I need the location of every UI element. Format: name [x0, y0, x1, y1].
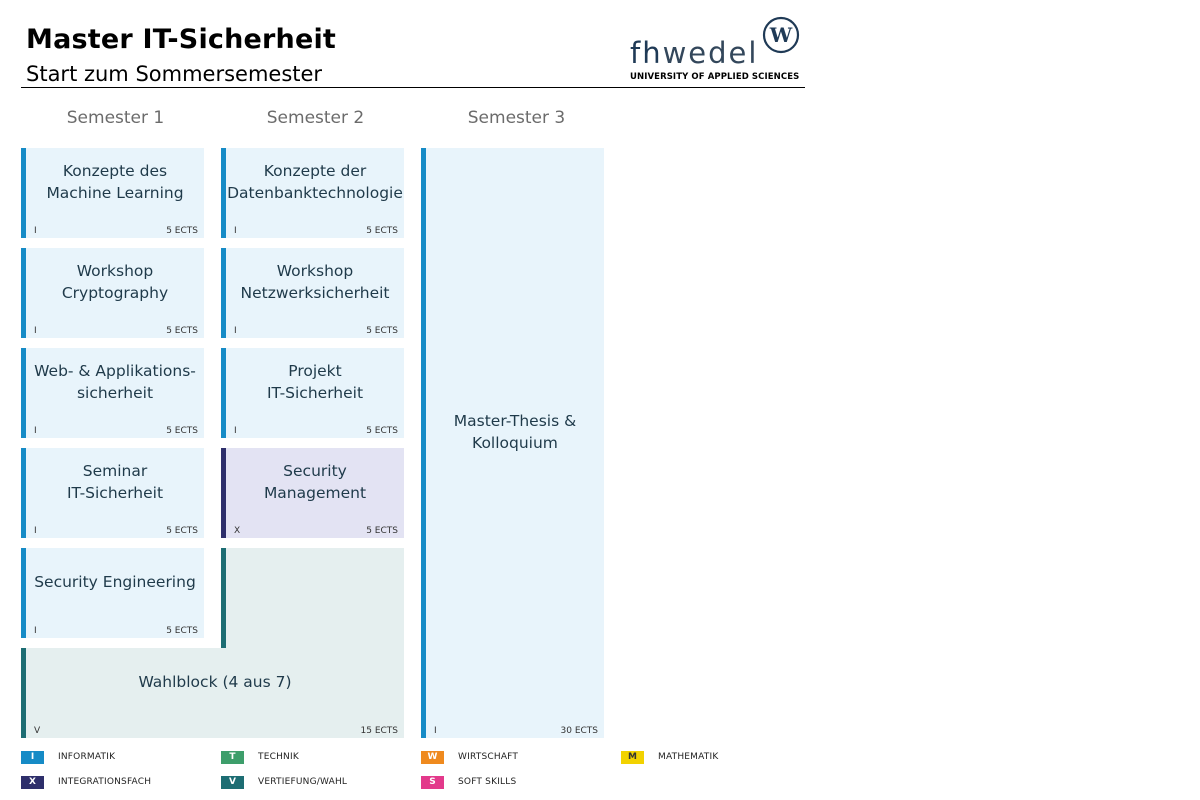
legend-label: TECHNIK [258, 752, 299, 762]
semester-1-heading: Semester 1 [66, 108, 165, 128]
course-name: Security Management [263, 462, 367, 502]
course-name: Security Engineering [34, 573, 196, 591]
course-ects: 5 ECTS [366, 426, 398, 436]
course-tile: Projekt IT-Sicherheit I 5 ECTS [221, 348, 404, 438]
wahlblock-name: Wahlblock (4 aus 7) [138, 673, 292, 691]
page-subtitle: Start zum Sommersemester [26, 62, 323, 86]
course-category-code: I [34, 326, 37, 336]
legend-label: MATHEMATIK [658, 752, 719, 762]
course-category-code: I [234, 326, 237, 336]
course-ects: 5 ECTS [166, 626, 198, 636]
legend-label: INTEGRATIONSFACH [58, 777, 152, 787]
course-name: Workshop Netzwerksicherheit [240, 262, 390, 302]
wahlblock-category-code: V [34, 726, 41, 736]
wahlblock-ects: 15 ECTS [360, 726, 399, 736]
header-divider [21, 87, 805, 88]
fh-wedel-logo: fhwedel UNIVERSITY OF APPLIED SCIENCES W [626, 14, 806, 86]
course-ects: 5 ECTS [166, 326, 198, 336]
course-category-code: I [34, 426, 37, 436]
course-category-code: I [234, 226, 237, 236]
course-name: Projekt IT-Sicherheit [266, 362, 364, 402]
course-tile: Web- & Applikations- sicherheit I 5 ECTS [21, 348, 204, 438]
legend-swatch: T [221, 750, 244, 764]
course-tile: Workshop Cryptography I 5 ECTS [21, 248, 204, 338]
legend-item-informatik: I INFORMATIK [21, 750, 115, 764]
legend-swatch: W [421, 750, 444, 764]
legend-label: VERTIEFUNG/WAHL [258, 777, 348, 787]
course-name: Konzepte der Datenbanktechnologie [227, 162, 403, 202]
course-ects: 5 ECTS [366, 326, 398, 336]
course-tile: Konzepte des Machine Learning I 5 ECTS [21, 148, 204, 238]
svg-text:W: W [769, 23, 793, 47]
wahlblock-upper-extension [221, 548, 404, 650]
logo-emblem-icon: W [762, 16, 800, 54]
thesis-category-code: I [434, 726, 437, 736]
course-ects: 5 ECTS [166, 226, 198, 236]
course-ects: 5 ECTS [166, 426, 198, 436]
course-name: Web- & Applikations- sicherheit [34, 362, 196, 402]
course-tile: Seminar IT-Sicherheit I 5 ECTS [21, 448, 204, 538]
course-name: Konzepte des Machine Learning [46, 162, 184, 202]
logo-tagline: UNIVERSITY OF APPLIED SCIENCES [630, 72, 800, 82]
course-ects: 5 ECTS [366, 526, 398, 536]
thesis-tile: Master-Thesis & Kolloquium I 30 ECTS [421, 148, 604, 738]
semester-3-heading: Semester 3 [467, 108, 566, 128]
legend-swatch: I [21, 750, 44, 764]
course-name: Workshop Cryptography [61, 262, 169, 302]
legend-swatch: M [621, 750, 644, 764]
wahlblock-tile: Wahlblock (4 aus 7) V 15 ECTS [21, 648, 404, 738]
course-name: Seminar IT-Sicherheit [66, 462, 164, 502]
course-tile: Workshop Netzwerksicherheit I 5 ECTS [221, 248, 404, 338]
legend-swatch: X [21, 775, 44, 789]
legend-item-mathematik: M MATHEMATIK [621, 750, 718, 764]
thesis-name: Master-Thesis & Kolloquium [453, 412, 577, 452]
legend-label: WIRTSCHAFT [458, 752, 519, 762]
course-tile: Konzepte der Datenbanktechnologie I 5 EC… [221, 148, 404, 238]
thesis-ects: 30 ECTS [560, 726, 599, 736]
course-ects: 5 ECTS [366, 226, 398, 236]
course-category-code: I [34, 626, 37, 636]
page-title: Master IT-Sicherheit [26, 24, 337, 55]
logo-wordmark: fhwedel [630, 36, 759, 70]
legend-label: INFORMATIK [58, 752, 116, 762]
course-tile: Security Management X 5 ECTS [221, 448, 404, 538]
course-category-code: X [234, 526, 241, 536]
legend-item-soft-skills: S SOFT SKILLS [421, 775, 516, 789]
course-category-code: I [234, 426, 237, 436]
legend-label: SOFT SKILLS [458, 777, 517, 787]
semester-2-heading: Semester 2 [266, 108, 365, 128]
legend-item-wirtschaft: W WIRTSCHAFT [421, 750, 518, 764]
course-tile: Security Engineering I 5 ECTS [21, 548, 204, 638]
legend-item-integrationsfach: X INTEGRATIONSFACH [21, 775, 151, 789]
legend-item-vertiefung-wahl: V VERTIEFUNG/WAHL [221, 775, 347, 789]
legend-swatch: S [421, 775, 444, 789]
course-category-code: I [34, 526, 37, 536]
course-ects: 5 ECTS [166, 526, 198, 536]
course-category-code: I [34, 226, 37, 236]
legend-item-technik: T TECHNIK [221, 750, 299, 764]
legend-swatch: V [221, 775, 244, 789]
